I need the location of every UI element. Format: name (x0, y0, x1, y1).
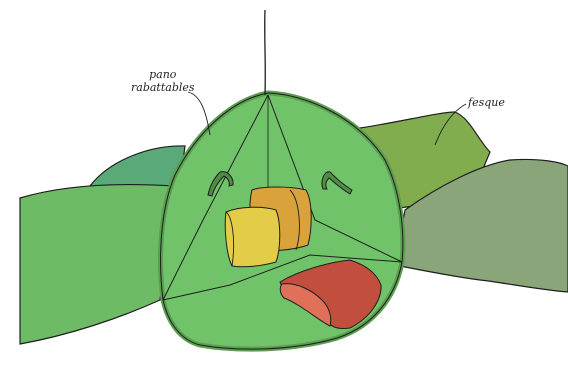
hill-left-front (20, 185, 175, 345)
label-fesque: fesque (468, 96, 505, 109)
label-pano-rabattables: pano rabattables (131, 68, 195, 94)
label-pano-line1: pano (131, 68, 195, 81)
tent-pole (265, 10, 266, 95)
label-pano-line2: rabattables (131, 81, 195, 94)
